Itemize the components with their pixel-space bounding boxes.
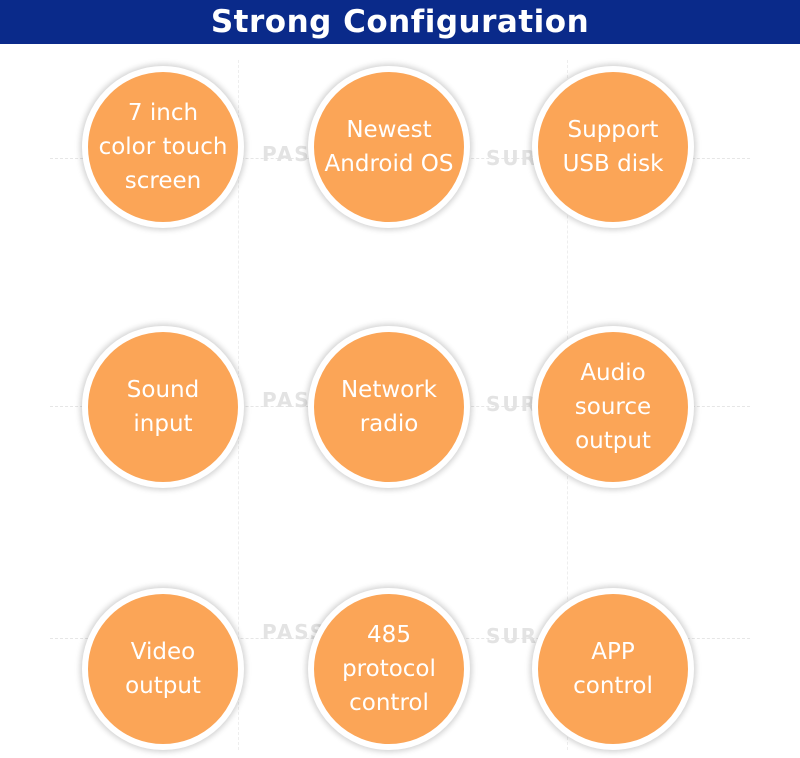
feature-audio-output: Audio source output <box>532 326 694 488</box>
feature-label: 7 inch color touch screen <box>98 100 228 194</box>
watermark-text: SUR <box>486 624 539 648</box>
feature-android-os: Newest Android OS <box>308 66 470 228</box>
feature-touch-screen: 7 inch color touch screen <box>82 66 244 228</box>
watermark-text: SUR <box>486 392 539 416</box>
page-title: Strong Configuration <box>210 4 590 40</box>
feature-label: APP control <box>573 639 653 699</box>
watermark-text: SUR <box>486 146 539 170</box>
feature-usb-disk: Support USB disk <box>532 66 694 228</box>
header-banner: Strong Configuration <box>0 0 800 44</box>
feature-label: Network radio <box>340 377 438 437</box>
feature-485-protocol: 485 protocol control <box>308 588 470 750</box>
feature-label: 485 protocol control <box>342 622 436 716</box>
feature-network-radio: Network radio <box>308 326 470 488</box>
feature-label: Audio source output <box>574 360 652 454</box>
feature-label: Support USB disk <box>562 117 664 177</box>
feature-label: Video output <box>125 639 201 699</box>
feature-video-output: Video output <box>82 588 244 750</box>
feature-label: Newest Android OS <box>324 117 454 177</box>
feature-label: Sound input <box>126 377 200 437</box>
feature-app-control: APP control <box>532 588 694 750</box>
feature-sound-input: Sound input <box>82 326 244 488</box>
